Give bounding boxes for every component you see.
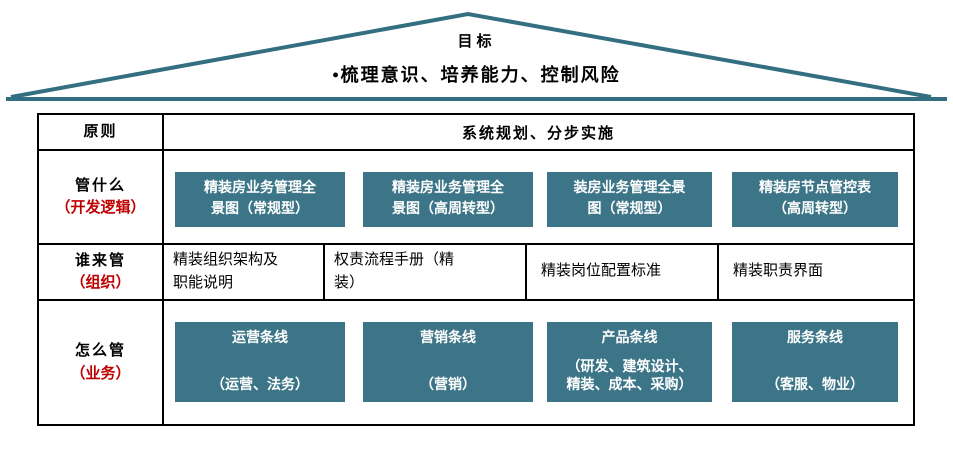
roof-goal-bullet: •梳理意识、培养能力、控制风险 <box>332 65 621 85</box>
roof-outline-shape <box>6 11 947 101</box>
label-what-sublabel: （开发逻辑） <box>55 200 146 216</box>
label-how-sublabel: （业务） <box>70 365 131 382</box>
label-what-to-manage: 管什么 （开发逻辑） <box>39 151 164 243</box>
row-who-manages: 谁来管 （组织） 精装组织架构及 职能说明 权责流程手册（精 装） 精装岗位配置… <box>39 245 913 301</box>
box-product-title: 产品条线 <box>601 331 658 346</box>
box-service-subtitle: （客服、物业） <box>766 377 864 393</box>
how-content: 运营条线 （运营、法务） 营销条线 （营销） 产品条线 （研发、建筑设计、 精装… <box>164 301 913 424</box>
principle-content: 系统规划、分步实施 <box>461 125 615 142</box>
framework-table: 原则 系统规划、分步实施 管什么 （开发逻辑） 精装房业务管理全 景图（常规型）… <box>37 113 915 426</box>
box-node-control-table: 精装房节点管控表 （高周转型） <box>732 172 898 227</box>
box-operations-subtitle: （运营、法务） <box>211 377 309 393</box>
label-who-sublabel: （组织） <box>70 275 131 291</box>
cell-position-standard: 精装岗位配置标准 <box>527 245 719 299</box>
box-panorama-regular: 精装房业务管理全 景图（常规型） <box>175 172 345 227</box>
box-service-title: 服务条线 <box>787 331 843 346</box>
box-operations-line: 运营条线 （运营、法务） <box>175 322 345 402</box>
box-product-line: 产品条线 （研发、建筑设计、 精装、成本、采购） <box>547 322 712 402</box>
row-what-to-manage: 管什么 （开发逻辑） 精装房业务管理全 景图（常规型） 精装房业务管理全 景图（… <box>39 151 913 245</box>
row-principle: 原则 系统规划、分步实施 <box>39 115 913 151</box>
who-cells: 精装组织架构及 职能说明 权责流程手册（精 装） 精装岗位配置标准 精装职责界面 <box>164 245 913 299</box>
box-marketing-line: 营销条线 （营销） <box>363 322 533 402</box>
roof-slope-lines <box>10 11 932 99</box>
row-how-to-manage: 怎么管 （业务） 运营条线 （运营、法务） 营销条线 （营销） 产品条线 （研发… <box>39 301 913 424</box>
box-panorama-high-turnover: 精装房业务管理全 景图（高周转型） <box>363 172 533 227</box>
box-marketing-subtitle: （营销） <box>420 377 476 393</box>
box-operations-title: 运营条线 <box>232 331 288 346</box>
label-principle-text: 原则 <box>83 123 118 140</box>
label-what-text: 管什么 <box>74 177 126 194</box>
label-how-to-manage: 怎么管 （业务） <box>39 301 164 424</box>
box-panorama-regular-2: 装房业务管理全景 图（常规型） <box>547 172 712 227</box>
who-content: 精装组织架构及 职能说明 权责流程手册（精 装） 精装岗位配置标准 精装职责界面 <box>164 245 913 299</box>
what-content: 精装房业务管理全 景图（常规型） 精装房业务管理全 景图（高周转型） 装房业务管… <box>164 151 913 243</box>
label-principle: 原则 <box>39 115 164 149</box>
cell-responsibility-interface: 精装职责界面 <box>733 263 824 280</box>
box-product-subtitle: （研发、建筑设计、 精装、成本、采购） <box>566 359 693 393</box>
label-who-manages: 谁来管 （组织） <box>39 245 164 299</box>
label-how-text: 怎么管 <box>74 343 126 359</box>
cell-process-manual: 权责流程手册（精 装） <box>325 245 527 299</box>
box-service-line: 服务条线 （客服、物业） <box>732 322 898 402</box>
box-marketing-title: 营销条线 <box>420 331 476 346</box>
roof-goal-title: 目标 <box>457 34 496 50</box>
label-who-text: 谁来管 <box>74 252 126 269</box>
cell-org-structure: 精装组织架构及 职能说明 <box>164 245 325 299</box>
